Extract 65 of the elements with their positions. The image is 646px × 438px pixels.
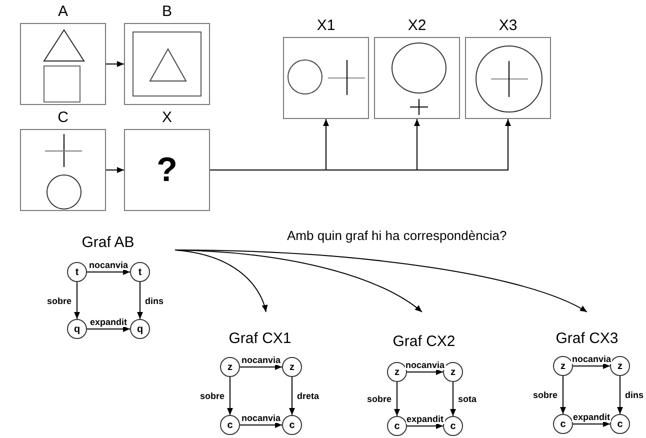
graph-node-circle: c [282,415,302,435]
graph-node-circle: c [553,414,573,434]
arrow [86,326,130,332]
graph-node-circle: z [220,357,240,377]
graph-node-circle: q [130,319,150,339]
arrow [137,282,143,320]
arrow [240,422,282,428]
arrow [560,376,566,414]
graph-node-circle: q [67,319,87,339]
graph-node-circle: t [67,262,87,282]
graph-node-circle: c [610,414,630,434]
edge-label: nocanvia [88,260,130,270]
graph-node-circle: z [443,362,463,382]
graph-node-circle: z [282,357,302,377]
arrow [406,423,444,429]
graph-title: Graf CX3 [554,330,620,348]
arrow [240,364,282,370]
graph-title: Graf AB [80,234,136,252]
graph-title: Graf CX1 [228,330,292,348]
graph-node-circle: c [443,416,463,436]
arrow [106,167,124,173]
arrow [394,382,400,416]
edge-label: sota [457,394,478,404]
edge-label: nocanvia [240,355,282,365]
graph-node-circle: z [553,356,573,376]
graph-node-circle: t [130,262,150,282]
edge-label: dins [144,296,165,306]
edge-label: expandit [406,414,445,424]
arrow [289,376,295,416]
arrow [572,421,610,427]
panel-label: C [56,109,70,127]
graph-node-circle: c [220,415,240,435]
arrow [86,269,130,275]
arrow [227,376,233,416]
arrow [617,376,623,414]
graph-node-circle: z [387,362,407,382]
question-text: Amb quin graf hi ha correspondència? [287,228,507,243]
edge-label: sobre [199,391,226,401]
edge-label: nocanvia [404,360,446,370]
edge-label: dreta [296,391,320,401]
edge-label: nocanvia [571,354,612,364]
graph-node-circle: z [610,356,630,376]
arrow [74,282,80,320]
panel-label: B [160,3,173,21]
edge-label: expandit [89,317,128,327]
arrow [174,250,268,312]
question-mark: ? [156,152,178,188]
edge-label: sobre [46,296,73,306]
panel-label: X3 [498,17,518,35]
panel-label: X1 [316,17,336,35]
panel-label: X [160,109,173,127]
arrow [450,382,456,416]
graph-title: Graf CX2 [392,333,456,351]
edge-label: expandit [572,412,612,422]
edge-label: sobre [366,394,393,404]
arrow [106,61,124,67]
arrow [572,363,610,369]
arrow [174,250,588,312]
edge-label: nocanvia [240,413,282,423]
graph-node-circle: c [387,416,407,436]
panel-label: A [56,3,69,21]
arrow [406,369,444,375]
edge-label: sobre [532,390,559,400]
edge-label: dins [624,390,645,400]
panel-label: X2 [406,17,428,35]
